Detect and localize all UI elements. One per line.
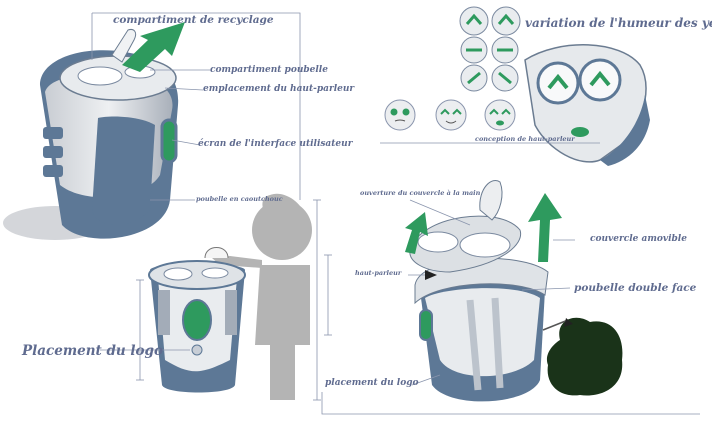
label-logo-placement-left: Placement du logo [22, 343, 163, 359]
label-speaker-slot: emplacement du haut-parleur [203, 84, 355, 94]
label-speaker-design: conception de haut-parleur [475, 135, 575, 143]
concept-eye-right [578, 58, 622, 102]
bin-side-stripe [43, 165, 63, 177]
bin-front-panel [92, 116, 155, 226]
label-trash-compartment: compartiment poubelle [210, 65, 328, 75]
bin-front-view [148, 247, 246, 393]
speaker-concept-bin [524, 44, 650, 166]
concept-speaker [571, 127, 589, 137]
label-ui-screen: écran de l'interface utilisateur [198, 139, 353, 149]
bin-side-stripe [43, 146, 63, 158]
dimension-lines [100, 199, 700, 415]
leader-lines-bottom-right [408, 199, 575, 386]
eye-mood-grid [459, 6, 521, 92]
leader-lines-top-left [91, 12, 301, 201]
label-rubber-bin: poubelle en caoutchouc [196, 195, 283, 203]
trash-bag [546, 317, 623, 396]
face-variations [384, 99, 516, 131]
label-logo-placement-bottom: placement du logo [325, 378, 419, 388]
label-speaker: haut-parleur [355, 269, 402, 277]
bin-main-view [3, 22, 185, 240]
bin-side-stripe [43, 127, 63, 139]
eye-circle [491, 6, 521, 36]
label-lid-hand-opening: ouverture du couvercle à la main [360, 189, 481, 197]
concept-eye-left [536, 61, 580, 105]
ui-screen-strip [160, 118, 178, 164]
insert-arrow [122, 22, 185, 72]
bin-exploded-view [405, 180, 623, 402]
label-removable-lid: couvercle amovible [590, 234, 687, 244]
child-silhouette [212, 193, 312, 400]
label-double-sided-bin: poubelle double face [574, 282, 697, 294]
open-flap [111, 29, 137, 63]
label-recycling-compartment: compartiment de recyclage [113, 14, 274, 26]
label-eye-mood: variation de l'humeur des yeux [525, 16, 712, 30]
eye-circle [459, 6, 489, 36]
recycling-opening [77, 66, 123, 86]
